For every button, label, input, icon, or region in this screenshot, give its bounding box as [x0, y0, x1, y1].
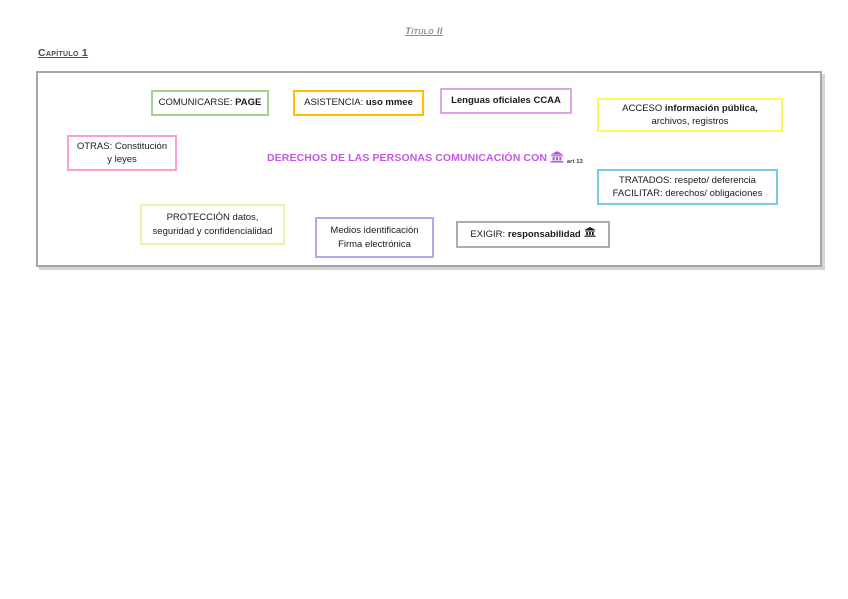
node-asistencia-label: ASISTENCIA: uso mmee: [304, 97, 413, 109]
node-comunicarse: COMUNICARSE: PAGE: [151, 90, 269, 116]
node-tratados-facilitar: TRATADOS: respeto/ deferencia FACILITAR:…: [597, 169, 778, 205]
node-comunicarse-label: COMUNICARSE: PAGE: [158, 97, 262, 109]
chapter-title: Capítulo 1: [38, 47, 89, 59]
node-exigir-responsabilidad: EXIGIR: responsabilidad: [456, 221, 610, 248]
node-acceso-line2: archivos, registros: [651, 116, 729, 127]
article-reference: art 13: [567, 159, 583, 165]
node-acceso-informacion: ACCESO información pública, archivos, re…: [597, 98, 783, 132]
node-otras-line1: OTRAS: Constitución: [76, 140, 168, 152]
node-otras: OTRAS: Constitución y leyes: [67, 135, 177, 171]
node-acceso-line1: ACCESO información pública,: [622, 102, 758, 114]
bank-building-icon: [550, 150, 564, 166]
node-proteccion-line2: seguridad y confidencialidad: [152, 225, 273, 237]
node-lenguas-oficiales: Lenguas oficiales CCAA: [440, 88, 572, 114]
node-medios-line2: Firma electrónica: [338, 238, 411, 250]
node-lenguas-label: Lenguas oficiales CCAA: [451, 95, 561, 107]
node-exigir-label: EXIGIR: responsabilidad: [470, 228, 581, 240]
bank-building-icon: [584, 227, 596, 241]
diagram-heading: DERECHOS DE LAS PERSONAS COMUNICACIÓN CO…: [267, 149, 583, 167]
node-tratados-line1: TRATADOS: respeto/ deferencia: [619, 174, 756, 186]
diagram-heading-text: DERECHOS DE LAS PERSONAS COMUNICACIÓN CO…: [267, 152, 548, 164]
node-proteccion-line1: PROTECCIÓN datos,: [166, 212, 259, 224]
node-medios-line1: Medios identificación: [330, 225, 419, 237]
node-asistencia: ASISTENCIA: uso mmee: [293, 90, 424, 116]
page-title: Título II: [405, 26, 443, 37]
node-medios-identificacion: Medios identificación Firma electrónica: [315, 217, 434, 258]
node-proteccion-datos: PROTECCIÓN datos, seguridad y confidenci…: [140, 204, 285, 245]
node-tratados-line2: FACILITAR: derechos/ obligaciones: [612, 188, 763, 199]
node-otras-line2: y leyes: [107, 154, 137, 165]
